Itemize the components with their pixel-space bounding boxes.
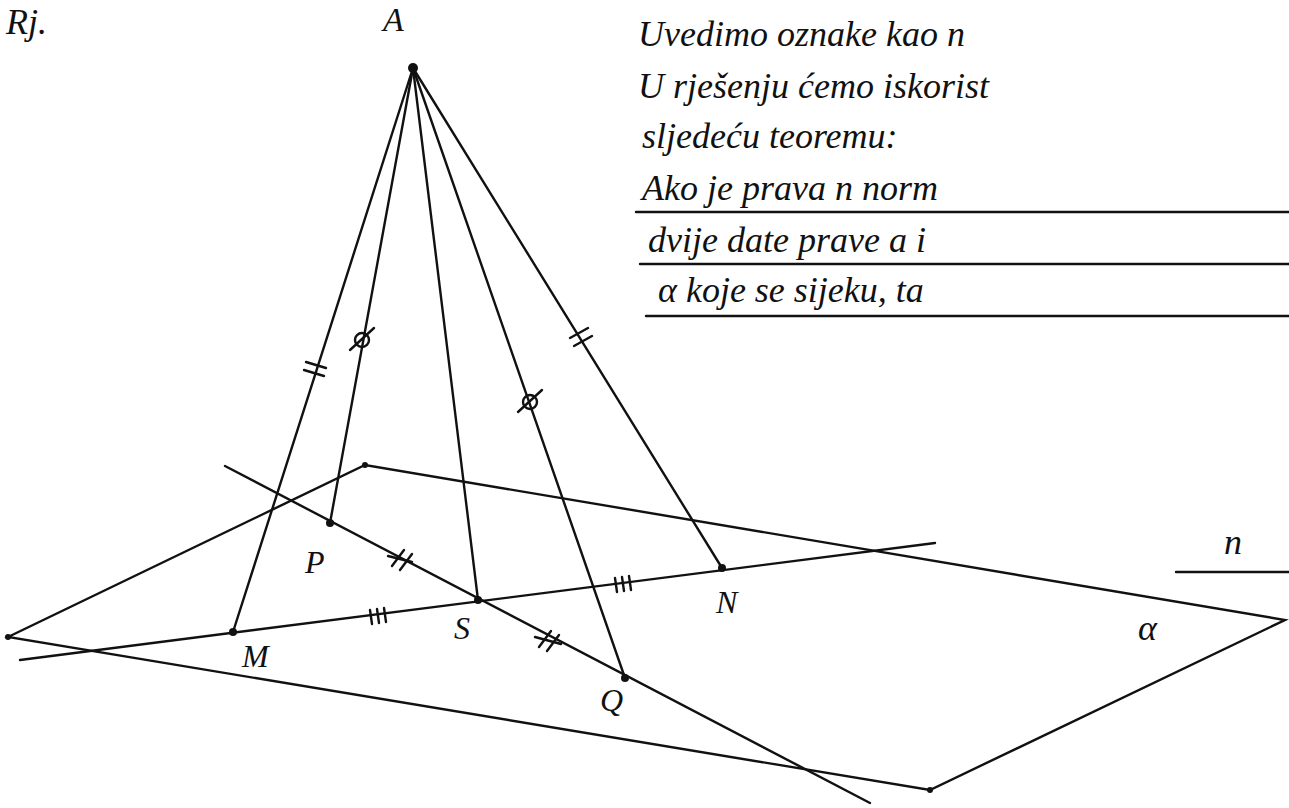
text-line: Ako je prava n norm (640, 170, 940, 208)
segment-ap (330, 68, 413, 523)
segment-aq (413, 68, 625, 678)
segment-am (233, 68, 413, 632)
plane-alpha (8, 465, 1285, 790)
point-label: Q (598, 684, 625, 718)
point-label: S (452, 612, 472, 646)
point-label: P (303, 546, 327, 580)
tick-hash (388, 550, 561, 651)
segment-as (413, 68, 478, 600)
text-line: U rješenju ćemo iskorist (636, 68, 991, 106)
text-line: dvije date prave a i (646, 222, 928, 260)
line-pq (225, 466, 870, 803)
label-heading: Rj. (4, 4, 49, 42)
text-line: α koje se sijeku, ta (656, 272, 926, 310)
point-label: A (381, 2, 406, 38)
text-line: n (1222, 524, 1244, 562)
line-mn (20, 543, 935, 660)
tick-triple (370, 576, 631, 624)
text-line: Uvedimo oznake kao n (636, 16, 967, 54)
point-label: M (240, 640, 271, 674)
plane-label: α (1136, 610, 1159, 648)
underline (636, 212, 1289, 572)
tick-double (304, 328, 592, 376)
tick-circle (350, 328, 542, 412)
text-line: sljedeću teoremu: (640, 118, 900, 156)
point-label: N (714, 586, 739, 620)
